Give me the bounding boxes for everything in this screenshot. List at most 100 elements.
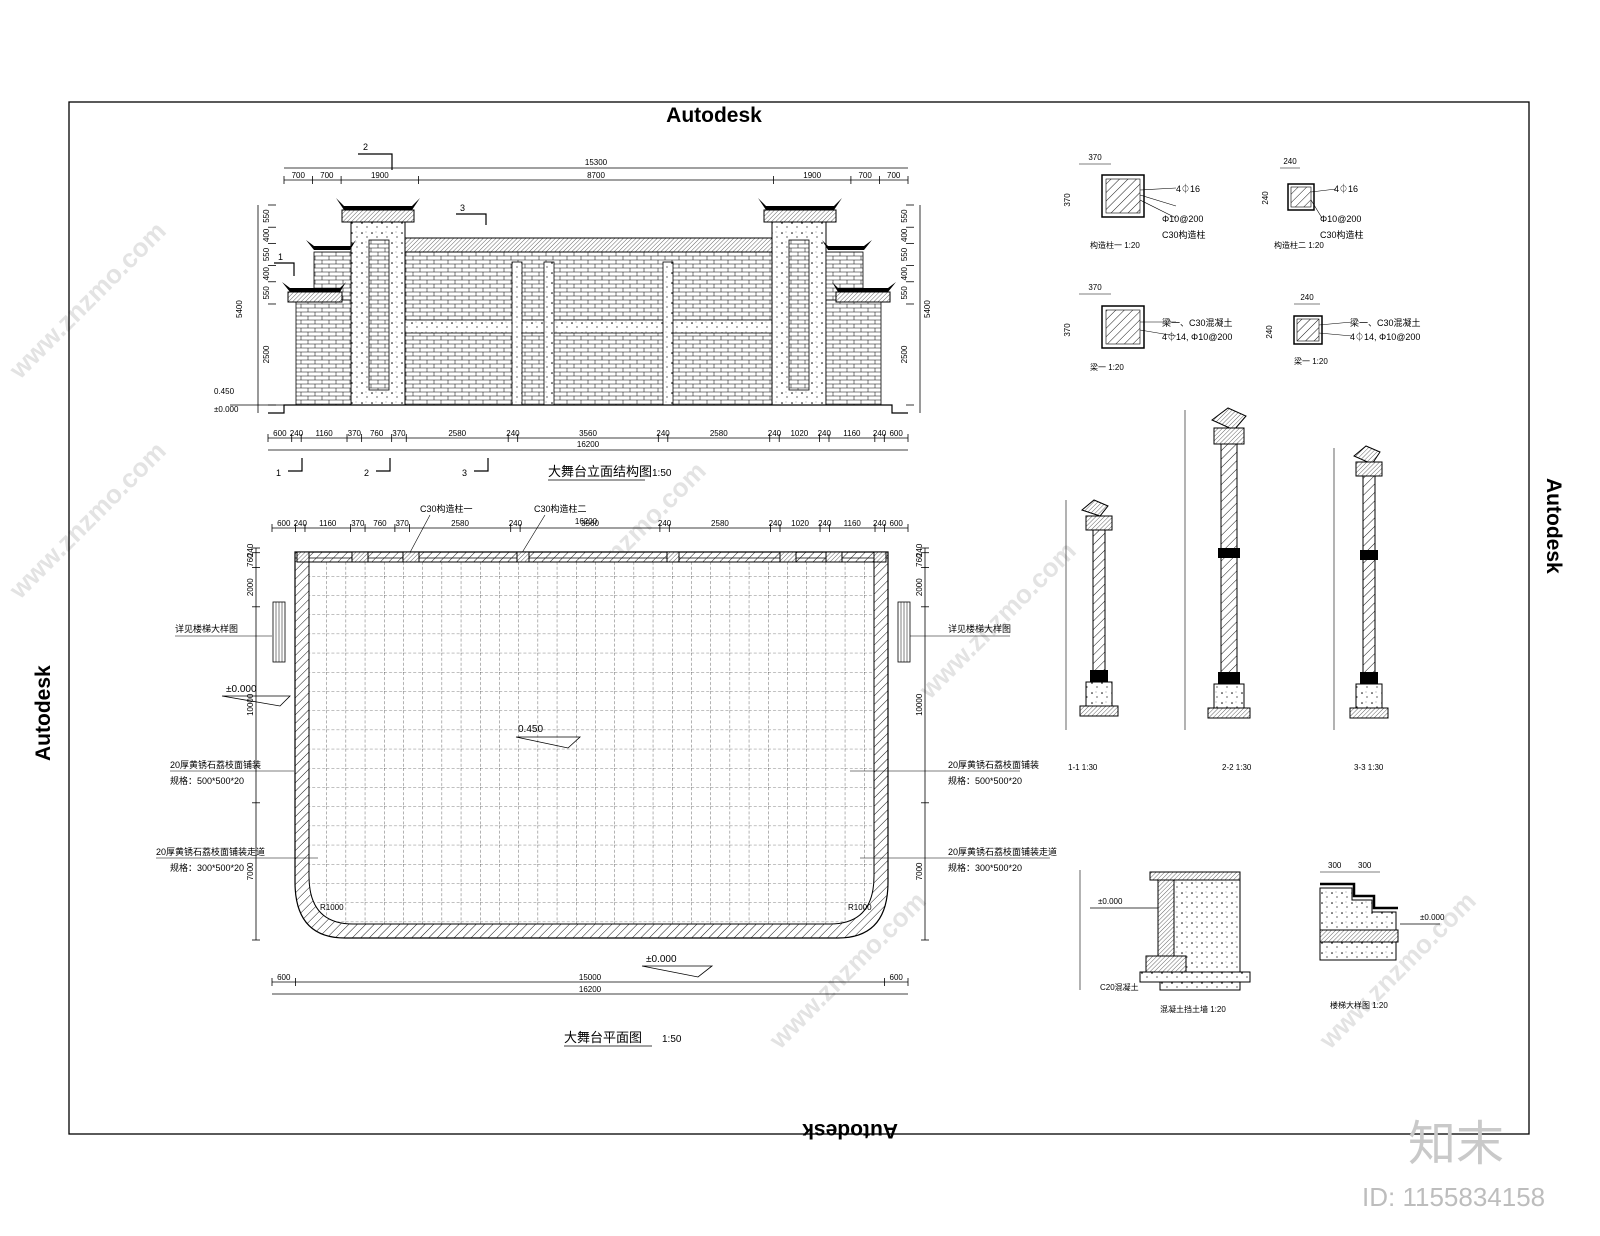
corner-radius: R1000 (320, 903, 344, 912)
dim-label: 1160 (319, 519, 337, 528)
dim-label: 240 (769, 519, 783, 528)
dim-label: 400 (262, 228, 271, 242)
rebar-note: 4⏀14, Φ10@200 (1350, 331, 1420, 342)
stair-note: 详见楼梯大样图 (948, 623, 1011, 634)
stirrup-note: Φ10@200 (1162, 214, 1203, 224)
brand-label-left: Autodesk (32, 665, 55, 761)
section-mark: 2 (364, 468, 369, 478)
dim-label: 240 (290, 429, 304, 438)
image-id: ID: 1155834158 (1362, 1182, 1545, 1212)
section-mark: 2 (363, 142, 368, 152)
dim-label: 370 (351, 519, 365, 528)
watermark-text: www.znzmo.com (2, 436, 171, 605)
dim-label: 8700 (587, 171, 605, 180)
dim-label: 240 (818, 519, 832, 528)
rebar-note: 4⏀14, Φ10@200 (1162, 331, 1232, 342)
section-mark: 3 (460, 203, 465, 213)
plan-bottom-dim-chain: 600 15000 600 (271, 973, 909, 986)
brand-logo: 知末 (1408, 1118, 1504, 1171)
dim-total: 16200 (577, 440, 600, 449)
dim-label: 600 (277, 519, 291, 528)
tile-spec: 规格：300*500*20 (948, 862, 1022, 873)
dim-height: 5400 (235, 300, 244, 318)
dim-label: 240 (246, 543, 255, 557)
concrete-note: C30构造柱 (1320, 229, 1364, 240)
dim-label: 370 (392, 429, 406, 438)
tile-note: 20厚黄锈石荔枝面铺装 (170, 759, 261, 770)
dim-label: 1160 (844, 519, 862, 528)
dim-height: 370 (1063, 193, 1072, 207)
detail-caption: 构造柱二 1:20 (1274, 240, 1324, 250)
dim-label: 550 (262, 286, 271, 300)
dim-label: 370 (348, 429, 362, 438)
rebar-note: 4⏀16 (1176, 183, 1200, 194)
stair-detail: 300 300 ±0.000 楼梯大样图 1:20 (1319, 861, 1445, 1010)
stirrup-note: Φ10@200 (1320, 214, 1361, 224)
dim-label: 550 (900, 247, 909, 261)
dim-label: 760 (915, 553, 924, 567)
dim-width: 370 (1088, 153, 1102, 162)
dim-label: 2580 (711, 519, 729, 528)
column-label: C30构造柱一 (420, 503, 473, 514)
column-detail-1: 370 370 4⏀16 Φ10@200 C30构造柱 构造柱一 1:20 (1063, 153, 1206, 250)
section-caption: 2-2 1:30 (1222, 763, 1252, 772)
detail-caption: 梁一 1:20 (1090, 363, 1124, 372)
dim-label: 600 (273, 429, 287, 438)
dim-label: 700 (887, 171, 901, 180)
section-caption: 3-3 1:30 (1354, 763, 1384, 772)
dim-label: 240 (509, 519, 523, 528)
level-label: ±0.000 (226, 684, 257, 695)
dim-label: 1900 (371, 171, 389, 180)
dim-label: 2580 (451, 519, 469, 528)
dim-label: 1160 (843, 429, 861, 438)
dim-label: 7000 (915, 862, 924, 880)
level-label: ±0.000 (1420, 913, 1445, 922)
tile-spec: 规格：500*500*20 (170, 775, 244, 786)
dim-label: 240 (658, 519, 672, 528)
dim-label: 240 (873, 429, 887, 438)
corner-radius: R1000 (848, 903, 872, 912)
tile-note: 20厚黄锈石荔枝面铺装 (948, 759, 1039, 770)
dim-label: 760 (246, 553, 255, 567)
dim-label: 600 (890, 973, 904, 982)
dim-label: 400 (900, 228, 909, 242)
dim-label: 240 (294, 519, 308, 528)
dim-label: 600 (890, 519, 904, 528)
dim-label: 1020 (790, 429, 808, 438)
brand-label-right: Autodesk (1542, 478, 1565, 574)
level-label: 0.450 (214, 387, 235, 396)
dim-label: 7000 (246, 862, 255, 880)
beam-detail-1: 370 370 梁一、C30混凝土 4⏀14, Φ10@200 梁一 1:20 (1063, 283, 1233, 372)
dim-label: 240 (873, 519, 887, 528)
dim-label: 700 (292, 171, 306, 180)
pillar-section-1: 1-1 1:30 (1065, 499, 1119, 772)
rebar-note: 4⏀16 (1334, 183, 1358, 194)
dim-total: 16200 (575, 517, 598, 526)
dim-label: 2580 (448, 429, 466, 438)
concrete-note: C30构造柱 (1162, 229, 1206, 240)
dim-label: 2580 (710, 429, 728, 438)
dim-label: 550 (900, 286, 909, 300)
level-label: ±0.000 (214, 405, 239, 414)
dim-label: 3560 (581, 519, 599, 528)
dim-label: 240 (656, 429, 670, 438)
dim-label: 10000 (246, 693, 255, 716)
dim-height: 370 (1063, 323, 1072, 337)
dim-width: 240 (1283, 157, 1297, 166)
section-mark: 1 (276, 468, 281, 478)
dim-label: 600 (277, 973, 291, 982)
dim-label: 2500 (262, 345, 271, 363)
dim-step: 300 (1328, 861, 1342, 870)
brand-label-bottom: Autodesk (802, 1119, 898, 1142)
detail-caption: 构造柱一 1:20 (1090, 240, 1140, 250)
dim-label: 240 (506, 429, 520, 438)
dim-label: 15000 (579, 973, 602, 982)
dim-label: 10000 (915, 693, 924, 716)
